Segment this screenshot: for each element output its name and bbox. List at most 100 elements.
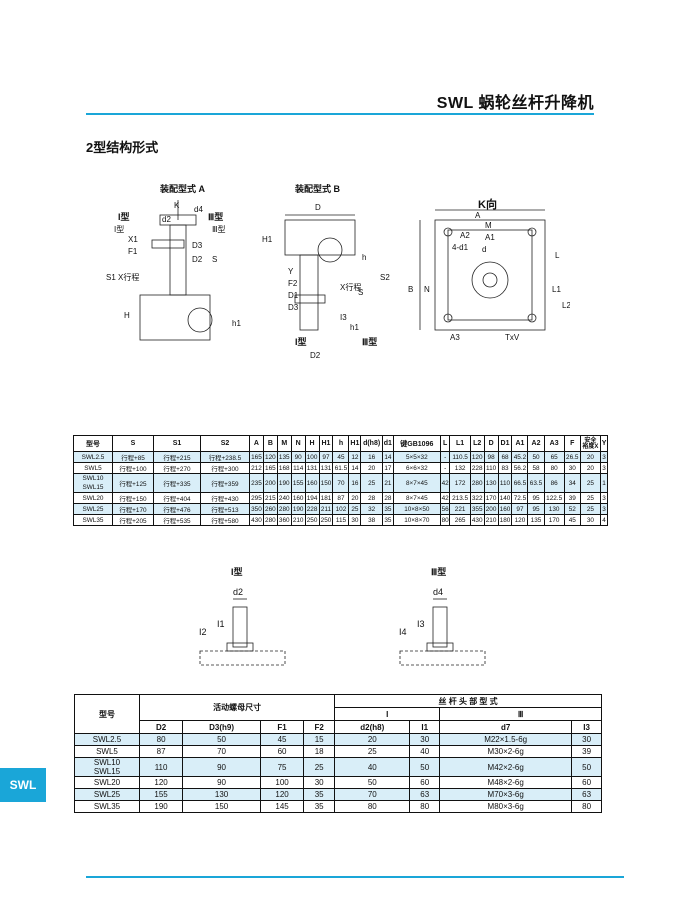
table-cell: 20 [579, 451, 602, 463]
table-cell: 70 [334, 788, 411, 801]
table-cell: SWL20 [74, 776, 140, 789]
table-cell: M70×3-6g [439, 788, 573, 801]
table-cell: 110 [138, 757, 184, 777]
table-cell: 30 [563, 462, 581, 474]
table-cell: 80 [138, 733, 184, 746]
dim-a-0: K [174, 201, 180, 210]
table-cell: - [439, 451, 451, 463]
dim-b-1: H1 [262, 235, 273, 244]
table-cell: 87 [332, 492, 350, 504]
table-cell: 181 [318, 492, 334, 504]
table-cell: 172 [449, 473, 471, 493]
table-cell: SWL20 [73, 492, 113, 504]
table-cell: 60 [409, 776, 441, 789]
dim-k-4: 4-d1 [452, 243, 469, 252]
section-title: 2型结构形式 [86, 140, 159, 155]
table-cell: 280 [276, 503, 292, 515]
col-header: A2 [527, 435, 545, 452]
table-cell: 4 [600, 514, 608, 526]
table-cell: 14 [381, 451, 394, 463]
dim-a-13: h1 [232, 319, 241, 328]
type3-label-b: Ⅲ型 [362, 336, 377, 347]
table-cell: 228 [304, 503, 320, 515]
assembly-b-label: 装配型式 B [294, 183, 341, 194]
table-cell: 160 [304, 473, 320, 493]
table-cell: 3 [600, 503, 608, 515]
table-cell: 3 [600, 492, 608, 504]
table-cell: 95 [527, 503, 545, 515]
table-cell: 30 [409, 733, 441, 746]
table-cell: 122.5 [543, 492, 565, 504]
table-cell: 165 [249, 451, 264, 463]
table-cell: 430 [469, 514, 485, 526]
table-cell: 35 [303, 788, 336, 801]
table-cell: 120 [511, 514, 529, 526]
assembly-a-label: 装配型式 A [159, 183, 206, 194]
dim-b-14: D2 [310, 351, 321, 360]
table-cell: 115 [332, 514, 350, 526]
col-header: 安全 裕度X [579, 435, 602, 452]
table-cell: 120 [259, 788, 305, 801]
table-cell: 行程+170 [112, 503, 154, 515]
table-cell: 160 [497, 503, 513, 515]
table-cell: 20 [579, 462, 602, 474]
table-cell: 15 [303, 733, 336, 746]
table-cell: 56.2 [511, 462, 529, 474]
table-cell: M80×3-6g [439, 800, 573, 813]
table-cell: SWL5 [74, 745, 140, 758]
table-cell: 72.5 [511, 492, 529, 504]
shaft-head-drawings: I型 Ⅲ型 d2 I1 I2 d4 I3 I4 [199, 566, 486, 666]
table-cell: 20 [348, 492, 362, 504]
col-header: M [276, 435, 292, 452]
dim-b-0: D [315, 203, 321, 212]
table-cell: 8×7×45 [392, 492, 441, 504]
table-cell: 60 [571, 776, 602, 789]
table-cell: 32 [360, 503, 383, 515]
dim-a-12: H [124, 311, 130, 320]
table-cell: 25 [579, 492, 602, 504]
dim-a-9: S [212, 255, 217, 264]
dim-b-9: S [358, 288, 363, 297]
table-cell: 180 [497, 514, 513, 526]
table-cell: 63 [571, 788, 602, 801]
dim-k-1: M [485, 221, 492, 230]
table-cell: 30 [348, 514, 362, 526]
dim-a-5: X1 [128, 235, 138, 244]
table-cell: 86 [543, 473, 565, 493]
table-cell: SWL35 [74, 800, 140, 813]
k-view-label: K向 [478, 197, 497, 211]
table-cell: 168 [276, 462, 292, 474]
table-cell: 80 [571, 800, 602, 813]
table-cell: 35 [303, 800, 336, 813]
footer-rule [86, 876, 624, 878]
table-cell: 68 [497, 451, 513, 463]
col-header: A3 [543, 435, 565, 452]
table-header-row: 型号 活动螺母尺寸 丝 杆 头 部 型 式 [74, 694, 602, 734]
table-cell: 行程+359 [200, 473, 250, 493]
dim-b-7: D3 [288, 303, 299, 312]
table-cell: M30×2-6g [439, 745, 573, 758]
table-cell: M42×2-6g [439, 757, 573, 777]
col-header: d7 [439, 720, 573, 734]
table-cell: 80 [439, 514, 451, 526]
col-header: D1 [497, 435, 513, 452]
table-cell: 221 [449, 503, 471, 515]
dim-b-2: h [362, 253, 366, 262]
dim-b-5: F2 [288, 279, 298, 288]
table-cell: 40 [334, 757, 411, 777]
nut-head-table: 型号 活动螺母尺寸 丝 杆 头 部 型 式 I Ⅲ D2 D3(h9) F1 F… [74, 694, 602, 813]
table-cell: 20 [334, 733, 411, 746]
table-cell: 110 [497, 473, 513, 493]
table-cell: 行程+100 [112, 462, 154, 474]
table-cell: 200 [483, 503, 499, 515]
table-cell: 160 [290, 492, 306, 504]
table-cell: 280 [469, 473, 485, 493]
dim-a-1: d2 [162, 215, 171, 224]
table-cell: 120 [138, 776, 184, 789]
table-cell: 10×8×50 [392, 503, 441, 515]
